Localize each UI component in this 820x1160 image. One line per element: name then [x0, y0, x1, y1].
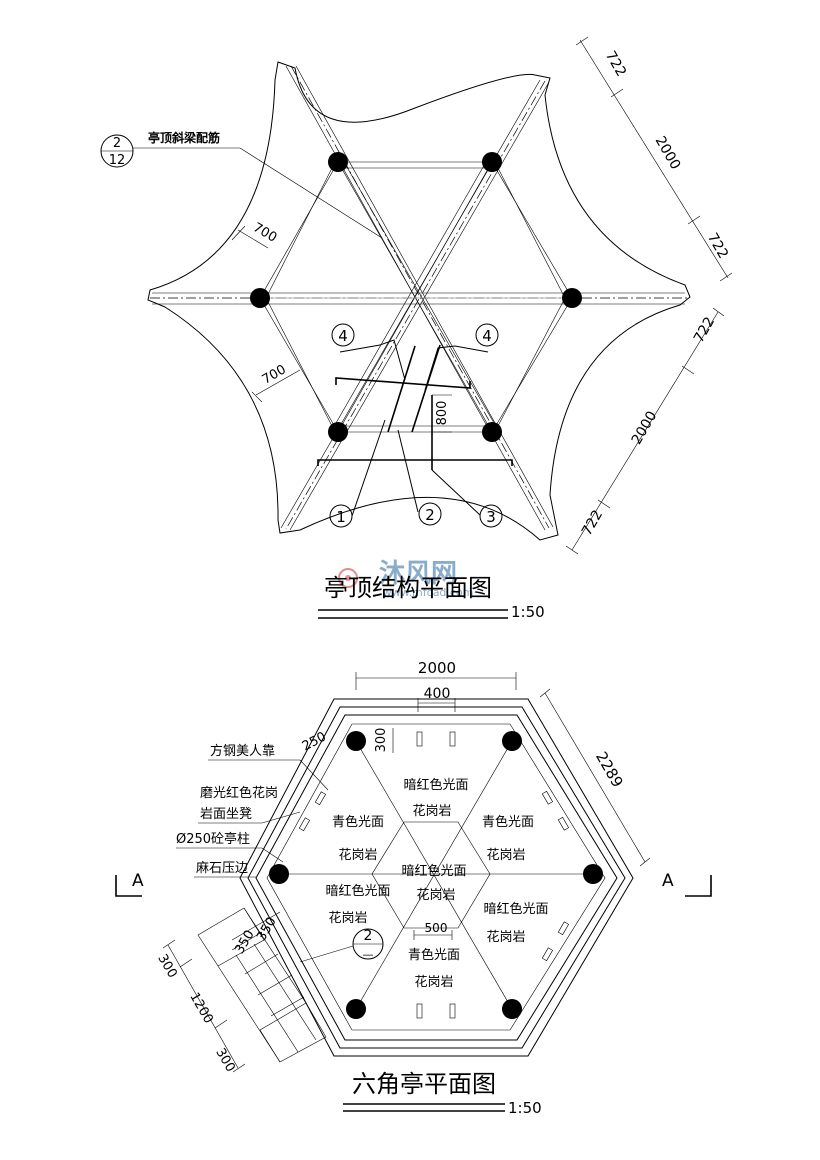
svg-text:4: 4	[338, 327, 348, 345]
dim-chain-top-right: 722 2000 722	[575, 36, 733, 282]
svg-text:500: 500	[425, 921, 448, 935]
svg-text:暗红色光面: 暗红色光面	[401, 863, 466, 879]
svg-text:亭顶斜梁配筋: 亭顶斜梁配筋	[148, 130, 220, 145]
roof-outline	[147, 61, 691, 541]
callout-beam-reinforcement: 2 12 亭顶斜梁配筋	[100, 130, 383, 239]
pavilion-plan: 暗红色光面 花岗岩 青色光面 花岗岩 青色光面 花岗岩 暗红色光面 花岗岩 暗红…	[115, 659, 712, 1117]
svg-text:www.mfcad.com: www.mfcad.com	[383, 586, 474, 599]
svg-text:六角亭平面图: 六角亭平面图	[352, 1070, 496, 1098]
svg-text:麻石压边: 麻石压边	[196, 861, 248, 876]
marker-4-left: 4	[331, 323, 355, 347]
dim-top-2000: 2000	[355, 659, 517, 690]
material-labels: 暗红色光面 花岗岩 青色光面 花岗岩 青色光面 花岗岩 暗红色光面 花岗岩 暗红…	[325, 777, 548, 990]
dim-2289: 2289	[539, 688, 651, 867]
dim-300-top: 300	[374, 728, 394, 753]
svg-text:300: 300	[154, 952, 179, 981]
svg-text:2000: 2000	[629, 409, 661, 448]
svg-text:2: 2	[425, 506, 435, 524]
svg-text:722: 722	[579, 507, 606, 538]
svg-text:2000: 2000	[418, 659, 456, 677]
svg-text:—: —	[363, 948, 374, 961]
section-mark-right: A	[662, 871, 712, 897]
svg-text:2: 2	[364, 928, 373, 944]
marker-1: 1	[329, 504, 353, 528]
svg-text:2289: 2289	[592, 748, 627, 790]
svg-text:1:50: 1:50	[508, 1099, 542, 1117]
svg-text:400: 400	[424, 686, 451, 702]
dim-700-lower: 700	[251, 362, 301, 403]
svg-text:花岗岩: 花岗岩	[338, 847, 377, 863]
svg-text:Ø250砼亭柱: Ø250砼亭柱	[176, 831, 250, 847]
svg-text:花岗岩: 花岗岩	[328, 910, 367, 926]
dim-250: 250	[300, 729, 329, 754]
svg-text:沐风网: 沐风网	[379, 559, 457, 589]
svg-text:722: 722	[691, 314, 718, 345]
marker-4-right: 4	[475, 323, 499, 347]
svg-text:800: 800	[435, 401, 450, 426]
svg-text:3: 3	[486, 508, 496, 526]
svg-text:300: 300	[212, 1046, 237, 1075]
svg-text:花岗岩: 花岗岩	[416, 887, 455, 903]
svg-text:花岗岩: 花岗岩	[486, 929, 525, 945]
svg-text:青色光面: 青色光面	[482, 814, 534, 830]
paving-pattern	[279, 740, 593, 1010]
dim-350a: 350	[232, 928, 257, 957]
roof-columns	[250, 152, 582, 442]
svg-text:青色光面: 青色光面	[332, 814, 384, 830]
svg-text:722: 722	[602, 48, 629, 79]
svg-text:岩面坐凳: 岩面坐凳	[200, 806, 252, 822]
roof-plan-title: 亭顶结构平面图 1:50	[318, 574, 545, 621]
dim-chain-steps: 300 1200 300	[154, 939, 246, 1075]
detail-callout: 2 —	[299, 928, 384, 963]
marker-2: 2	[418, 502, 442, 526]
svg-text:1200: 1200	[186, 990, 216, 1026]
svg-text:青色光面: 青色光面	[408, 947, 460, 963]
svg-text:A: A	[132, 871, 144, 891]
svg-text:暗红色光面: 暗红色光面	[325, 883, 390, 899]
svg-text:2: 2	[113, 136, 121, 151]
svg-text:花岗岩: 花岗岩	[412, 803, 451, 819]
svg-text:A: A	[662, 871, 674, 891]
svg-text:花岗岩: 花岗岩	[414, 974, 453, 990]
dim-chain-bottom-right: 722 2000 722	[565, 307, 725, 555]
section-mark-left: A	[115, 871, 144, 897]
dim-top-400: 400	[417, 686, 456, 712]
pavilion-columns	[269, 731, 603, 1019]
watermark: 沐风网 www.mfcad.com	[338, 559, 474, 599]
svg-text:1:50: 1:50	[511, 603, 545, 621]
dim-800: 800	[432, 394, 452, 433]
entrance-steps	[197, 907, 327, 1063]
dim-500: 500	[413, 921, 453, 940]
svg-text:2000: 2000	[652, 134, 684, 173]
svg-text:磨光红色花岗: 磨光红色花岗	[200, 785, 278, 801]
marker-3: 3	[479, 504, 503, 528]
bench-slats	[298, 731, 570, 1019]
svg-text:700: 700	[250, 220, 279, 245]
svg-text:暗红色光面: 暗红色光面	[483, 901, 548, 917]
svg-text:700: 700	[260, 362, 289, 387]
svg-text:1: 1	[336, 508, 346, 526]
svg-text:4: 4	[482, 327, 492, 345]
pavilion-plan-title: 六角亭平面图 1:50	[343, 1070, 542, 1117]
left-annotations: 方钢美人靠 磨光红色花岗 岩面坐凳 Ø250砼亭柱 麻石压边	[176, 743, 329, 878]
svg-text:亭顶结构平面图: 亭顶结构平面图	[324, 574, 492, 602]
svg-text:12: 12	[109, 153, 126, 168]
svg-text:300: 300	[374, 728, 389, 753]
svg-text:暗红色光面: 暗红色光面	[403, 777, 468, 793]
svg-text:方钢美人靠: 方钢美人靠	[210, 743, 275, 759]
roof-structure-plan: 4 4 1 2 3 800 2 12	[100, 36, 733, 621]
svg-text:花岗岩: 花岗岩	[486, 847, 525, 863]
